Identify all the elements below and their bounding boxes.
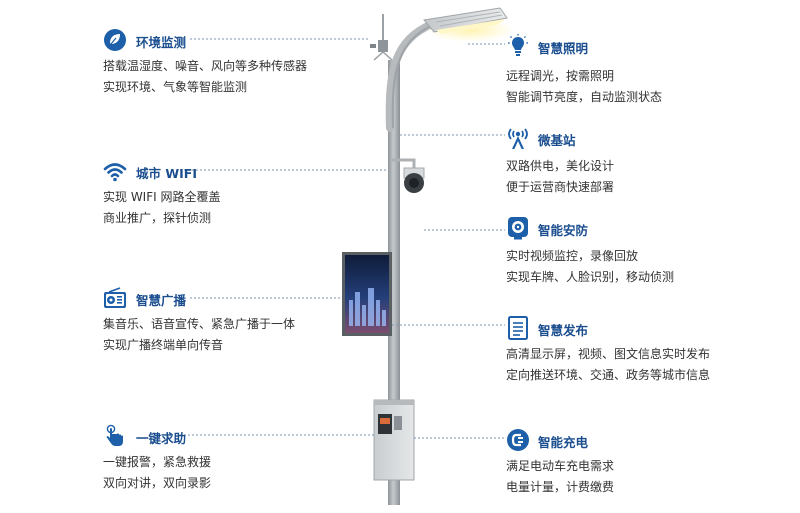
display-screen [342,252,392,336]
pole-arm [385,20,436,132]
feature-smart-broadcast: 智慧广播 集音乐、语音宣传、紧急广播于一体 实现广播终端单向传音 [103,286,373,366]
feature-line: 商业推广，探针侦测 [103,211,212,225]
feature-line: 搭载温湿度、噪音、风向等多种传感器 [103,59,308,73]
lightbulb-icon [508,34,528,56]
feature-title: 智慧广播 [136,293,187,308]
feature-line: 远程调光，按需照明 [506,69,615,83]
radio-icon [104,287,126,308]
feature-smart-lighting: 智慧照明 远程调光，按需照明 智能调节亮度，自动监测状态 [506,34,766,114]
ground-cabinet [373,399,415,481]
feature-line: 高清显示屏，视频、图文信息实时发布 [506,347,711,361]
document-icon [508,316,528,340]
feature-line: 一键报警，紧急救援 [103,455,212,469]
feature-title: 智能充电 [538,435,589,450]
feature-env-monitoring: 环境监测 搭载温湿度、噪音、风向等多种传感器 实现环境、气象等智能监测 [103,28,373,108]
feature-smart-release: 智慧发布 高清显示屏，视频、图文信息实时发布 定向推送环境、交通、政务等城市信息 [506,316,766,396]
feature-line: 电量计量，计费缴费 [506,480,615,494]
feature-one-key-help: 一键求助 一键报警，紧急救援 双向对讲，双向录影 [103,424,373,504]
feature-line: 双路供电，美化设计 [506,159,615,173]
camera-icon [508,217,528,240]
feature-title: 环境监测 [136,35,187,50]
feature-line: 实现广播终端单向传音 [103,338,224,352]
feature-line: 智能调节亮度，自动监测状态 [506,90,663,104]
hand-press-icon [106,424,123,446]
feature-title: 城市 WIFI [136,166,197,181]
feature-line: 满足电动车充电需求 [506,459,615,473]
lamp-head [423,7,514,42]
feature-city-wifi: 城市 WIFI 实现 WIFI 网路全覆盖 商业推广，探针侦测 [103,159,373,239]
feature-line: 实时视频监控，录像回放 [506,249,639,263]
feature-title: 智慧照明 [538,41,589,56]
feature-micro-base-station: 微基站 双路供电，美化设计 便于运营商快速部署 [506,126,766,206]
feature-title: 一键求助 [136,431,187,446]
feature-line: 实现环境、气象等智能监测 [103,80,248,94]
wifi-icon [103,163,127,182]
feature-title: 微基站 [538,133,576,148]
globe-leaf-icon [104,29,126,51]
dome-camera [392,158,425,193]
feature-line: 实现 WIFI 网路全覆盖 [103,190,221,204]
sensor-mast [370,14,393,61]
pole-body [388,60,400,505]
feature-title: 智能安防 [538,223,589,238]
feature-line: 集音乐、语音宣传、紧急广播于一体 [103,317,296,331]
feature-line: 双向对讲，双向录影 [103,476,212,490]
feature-smart-charging: 智能充电 满足电动车充电需求 电量计量，计费缴费 [506,428,766,508]
antenna-tower-icon [508,128,528,149]
feature-smart-security: 智能安防 实时视频监控，录像回放 实现车牌、人脸识别，移动侦测 [506,216,766,296]
feature-line: 实现车牌、人脸识别，移动侦测 [506,270,675,284]
feature-title: 智慧发布 [538,323,589,338]
feature-line: 便于运营商快速部署 [506,180,615,194]
feature-line: 定向推送环境、交通、政务等城市信息 [506,368,711,382]
charging-plug-icon [507,429,529,451]
